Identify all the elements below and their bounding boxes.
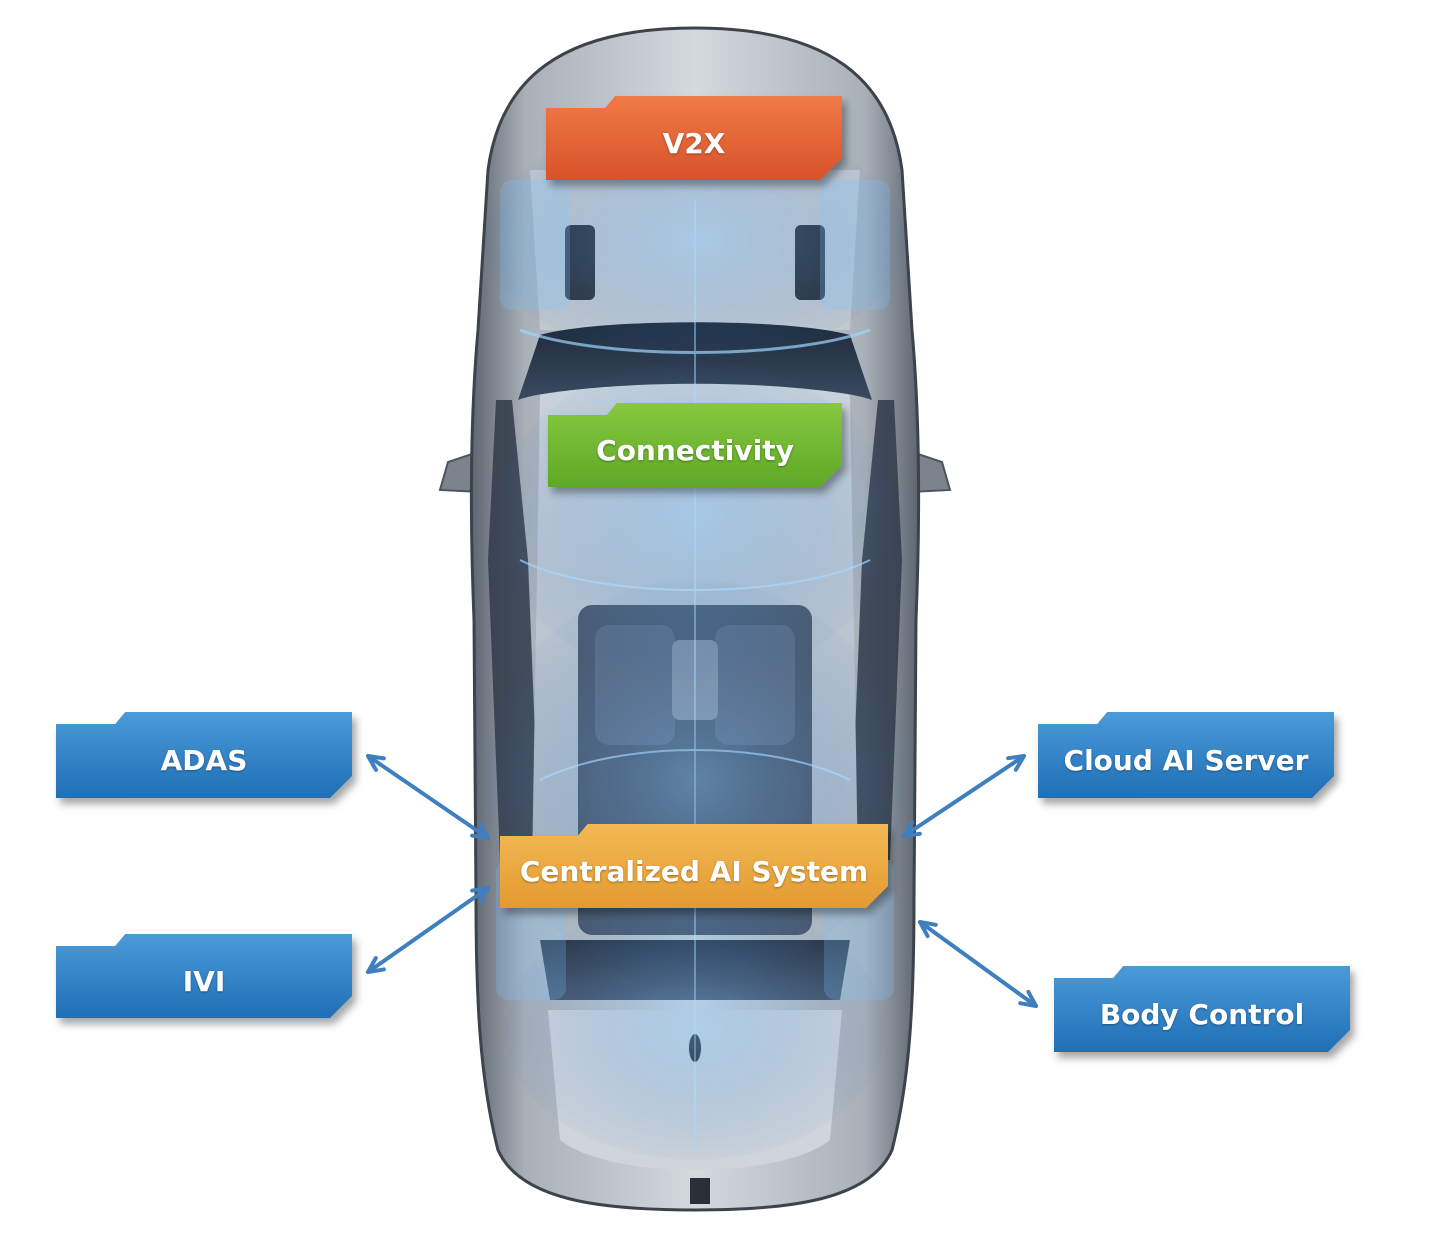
- xray-overlay: [485, 120, 905, 1160]
- centralized-ai-box: [500, 824, 888, 908]
- arrow-adas: [366, 754, 490, 840]
- arrow-ivi: [366, 886, 490, 974]
- body-control-box: [1054, 966, 1350, 1052]
- connectivity-box: [548, 403, 842, 487]
- arrow-cloud-ai-server: [902, 754, 1026, 838]
- v2x-box: [546, 96, 842, 180]
- adas-box: [56, 712, 352, 798]
- connector-arrows: [366, 754, 1038, 1008]
- rear-bumper: [690, 1178, 710, 1204]
- car-top-view-icon: [438, 26, 952, 1212]
- ivi-box: [56, 934, 352, 1018]
- arrow-body-control: [918, 920, 1038, 1008]
- cloud-ai-server-box: [1038, 712, 1334, 798]
- label-boxes: [56, 96, 1350, 1052]
